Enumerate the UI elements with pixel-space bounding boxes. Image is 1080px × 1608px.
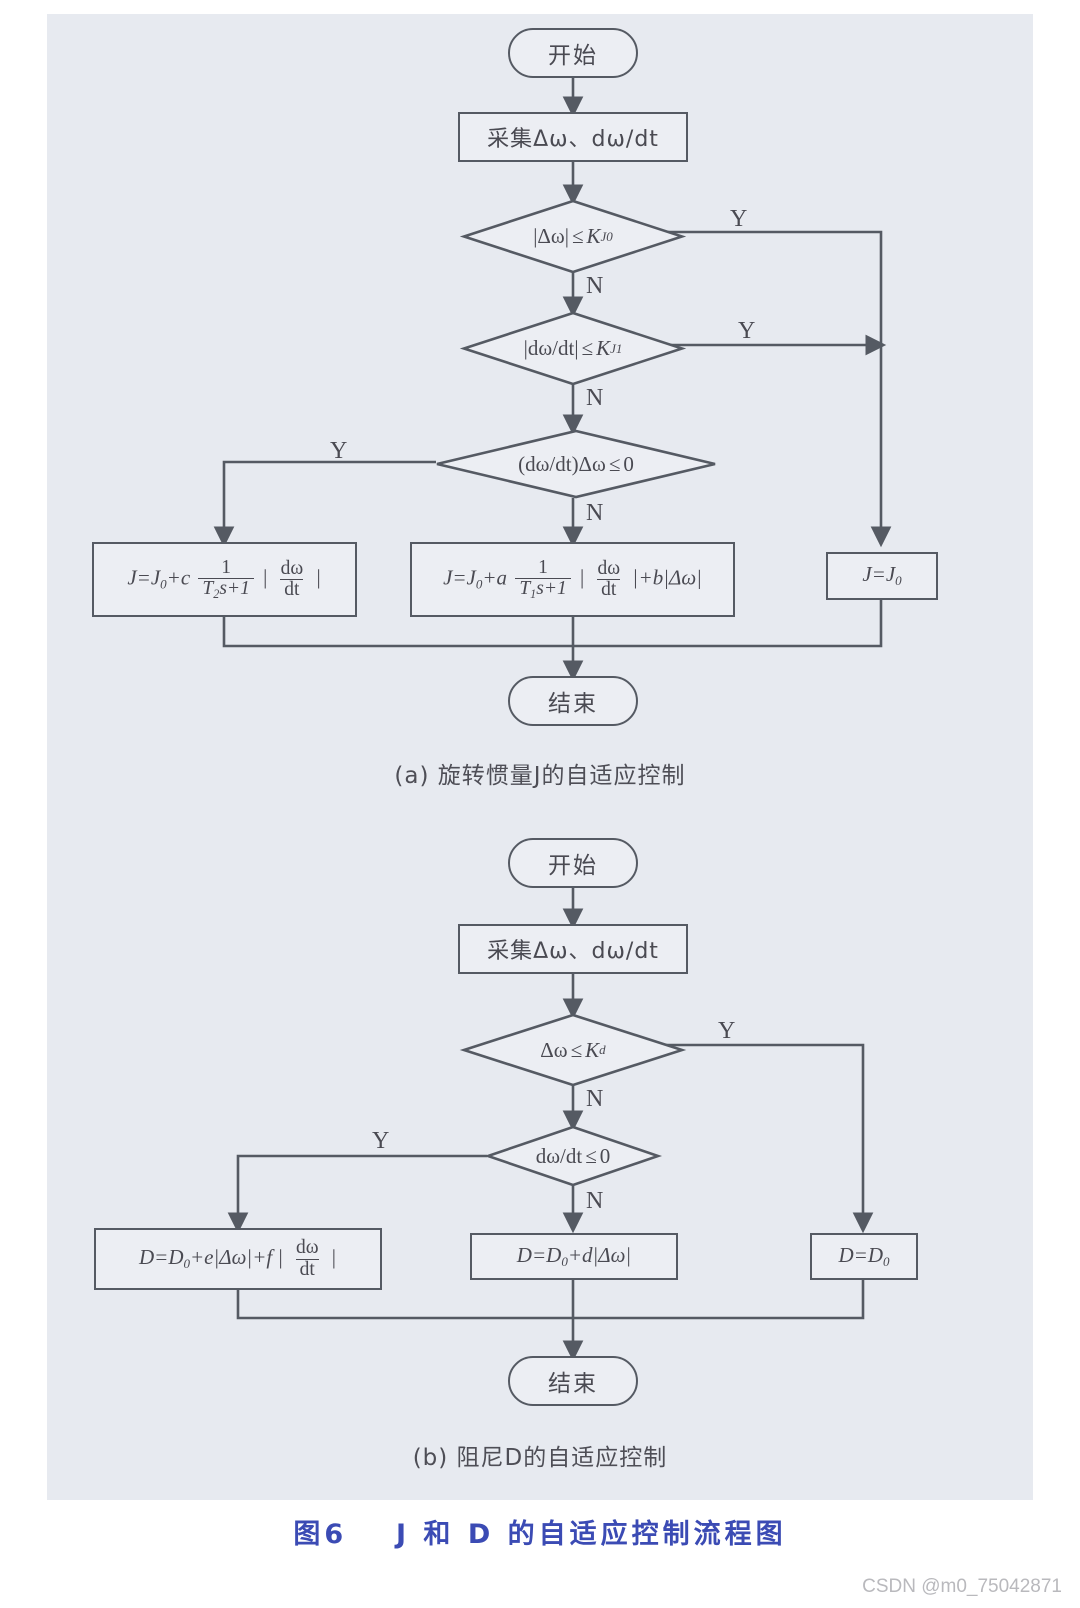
b-d2-rhs: 0 bbox=[599, 1143, 611, 1168]
a-d1-rhs: K bbox=[586, 224, 601, 248]
a-end-label: 结束 bbox=[548, 691, 598, 717]
a-d1-yes-label: Y bbox=[730, 206, 748, 232]
b-d1-sub: d bbox=[599, 1042, 606, 1057]
a-fl-frac1: 1 T2s+1 bbox=[198, 557, 254, 601]
b-formula-left: D=D0+e|Δω|+f | dω dt | bbox=[138, 1237, 337, 1280]
a-d2-yes-label: Y bbox=[738, 318, 756, 344]
a-d3-lhs: (dω/dt)Δω bbox=[518, 451, 606, 476]
a-d1-op: ≤ bbox=[571, 224, 584, 248]
a-formula-right: J=J0 bbox=[862, 562, 902, 589]
b-d2-no-label: N bbox=[586, 1188, 604, 1214]
a-formula-left: J=J0+c 1 T2s+1 | dω dt | bbox=[127, 556, 321, 602]
a-fm-tail: +b|Δω| bbox=[638, 565, 702, 590]
b-formula-mid-box: D=D0+d|Δω| bbox=[470, 1233, 678, 1280]
b-fl-frac: dω dt bbox=[295, 1237, 319, 1280]
a-formula-left-box: J=J0+c 1 T2s+1 | dω dt | bbox=[92, 542, 357, 617]
figure-title: 图6 J 和 D 的自适应控制流程图 bbox=[0, 1512, 1080, 1551]
a-sample-label: 采集Δω、dω/dt bbox=[487, 127, 659, 152]
b-d2-lhs: dω/dt bbox=[535, 1143, 583, 1168]
figure-number: 图6 bbox=[293, 1519, 348, 1550]
b-formula-right: D=D0 bbox=[838, 1242, 890, 1270]
figure-title-text: J 和 D 的自适应控制流程图 bbox=[395, 1519, 787, 1550]
a-d3-yes-label: Y bbox=[330, 438, 348, 464]
a-d2-sub: J1 bbox=[610, 340, 623, 356]
a-d2-rhs: K bbox=[596, 336, 611, 360]
b-d2-op: ≤ bbox=[585, 1143, 597, 1168]
b-d1-rhs: K bbox=[585, 1037, 600, 1062]
a-start-node: 开始 bbox=[508, 28, 638, 78]
a-fl-sub: 0 bbox=[160, 576, 167, 592]
a-decision1-node: |Δω| ≤ K J0 bbox=[459, 199, 687, 274]
a-d2-lhs: |dω/dt| bbox=[523, 336, 579, 360]
a-decision2-node: |dω/dt| ≤ K J1 bbox=[459, 311, 687, 386]
a-fm-plus: +a bbox=[482, 565, 508, 590]
a-fl-plus: +c bbox=[166, 565, 191, 590]
a-fl-lead: J=J bbox=[127, 565, 161, 590]
a-formula-mid-box: J=J0+a 1 T1s+1 | dω dt |+b|Δω| bbox=[410, 542, 735, 617]
b-d1-lhs: Δω bbox=[540, 1037, 568, 1062]
b-end-label: 结束 bbox=[548, 1371, 598, 1397]
b-sample-node: 采集Δω、dω/dt bbox=[458, 924, 688, 974]
a-fm-lead: J=J bbox=[443, 565, 476, 590]
a-decision3-node: (dω/dt)Δω ≤ 0 bbox=[436, 429, 716, 499]
a-decision2-label: |dω/dt| ≤ K J1 bbox=[463, 312, 683, 385]
a-end-node: 结束 bbox=[508, 676, 638, 726]
a-d2-op: ≤ bbox=[581, 336, 594, 360]
watermark: CSDN @m0_75042871 bbox=[862, 1576, 1062, 1597]
b-d1-op: ≤ bbox=[570, 1037, 583, 1062]
b-decision2-label: dω/dt ≤ 0 bbox=[487, 1126, 659, 1186]
caption-a: (a) 旋转惯量J的自适应控制 bbox=[394, 763, 686, 789]
a-fl-frac2: dω dt bbox=[280, 557, 304, 600]
a-d1-no-label: N bbox=[586, 273, 604, 299]
a-start-label: 开始 bbox=[548, 43, 598, 69]
b-sample-label: 采集Δω、dω/dt bbox=[487, 939, 659, 964]
a-fm-sub: 0 bbox=[475, 576, 483, 592]
b-start-label: 开始 bbox=[548, 853, 598, 879]
b-decision2-node: dω/dt ≤ 0 bbox=[483, 1125, 663, 1187]
a-d3-rhs: 0 bbox=[623, 451, 634, 476]
b-formula-mid: D=D0+d|Δω| bbox=[516, 1242, 632, 1270]
a-d2-no-label: N bbox=[586, 385, 604, 411]
b-d1-no-label: N bbox=[586, 1086, 604, 1112]
b-d2-yes-label: Y bbox=[372, 1128, 390, 1154]
b-d1-yes-label: Y bbox=[718, 1018, 736, 1044]
a-formula-right-box: J=J0 bbox=[826, 552, 938, 600]
b-end-node: 结束 bbox=[508, 1356, 638, 1406]
a-decision1-label: |Δω| ≤ K J0 bbox=[463, 200, 683, 273]
a-formula-mid: J=J0+a 1 T1s+1 | dω dt |+b|Δω| bbox=[443, 556, 702, 602]
b-formula-right-box: D=D0 bbox=[810, 1233, 918, 1280]
a-d1-lhs: |Δω| bbox=[533, 224, 569, 248]
a-d3-op: ≤ bbox=[608, 451, 621, 476]
a-fm-frac1: 1 T1s+1 bbox=[515, 557, 571, 601]
a-fm-frac2: dω dt bbox=[597, 557, 621, 600]
b-formula-left-box: D=D0+e|Δω|+f | dω dt | bbox=[94, 1228, 382, 1290]
a-d1-sub: J0 bbox=[600, 228, 613, 244]
a-sample-node: 采集Δω、dω/dt bbox=[458, 112, 688, 162]
b-decision1-label: Δω ≤ K d bbox=[463, 1014, 683, 1086]
caption-b: (b) 阻尼D的自适应控制 bbox=[412, 1445, 668, 1471]
b-decision1-node: Δω ≤ K d bbox=[459, 1013, 687, 1087]
a-d3-no-label: N bbox=[586, 500, 604, 526]
b-start-node: 开始 bbox=[508, 838, 638, 888]
a-decision3-label: (dω/dt)Δω ≤ 0 bbox=[436, 430, 716, 498]
